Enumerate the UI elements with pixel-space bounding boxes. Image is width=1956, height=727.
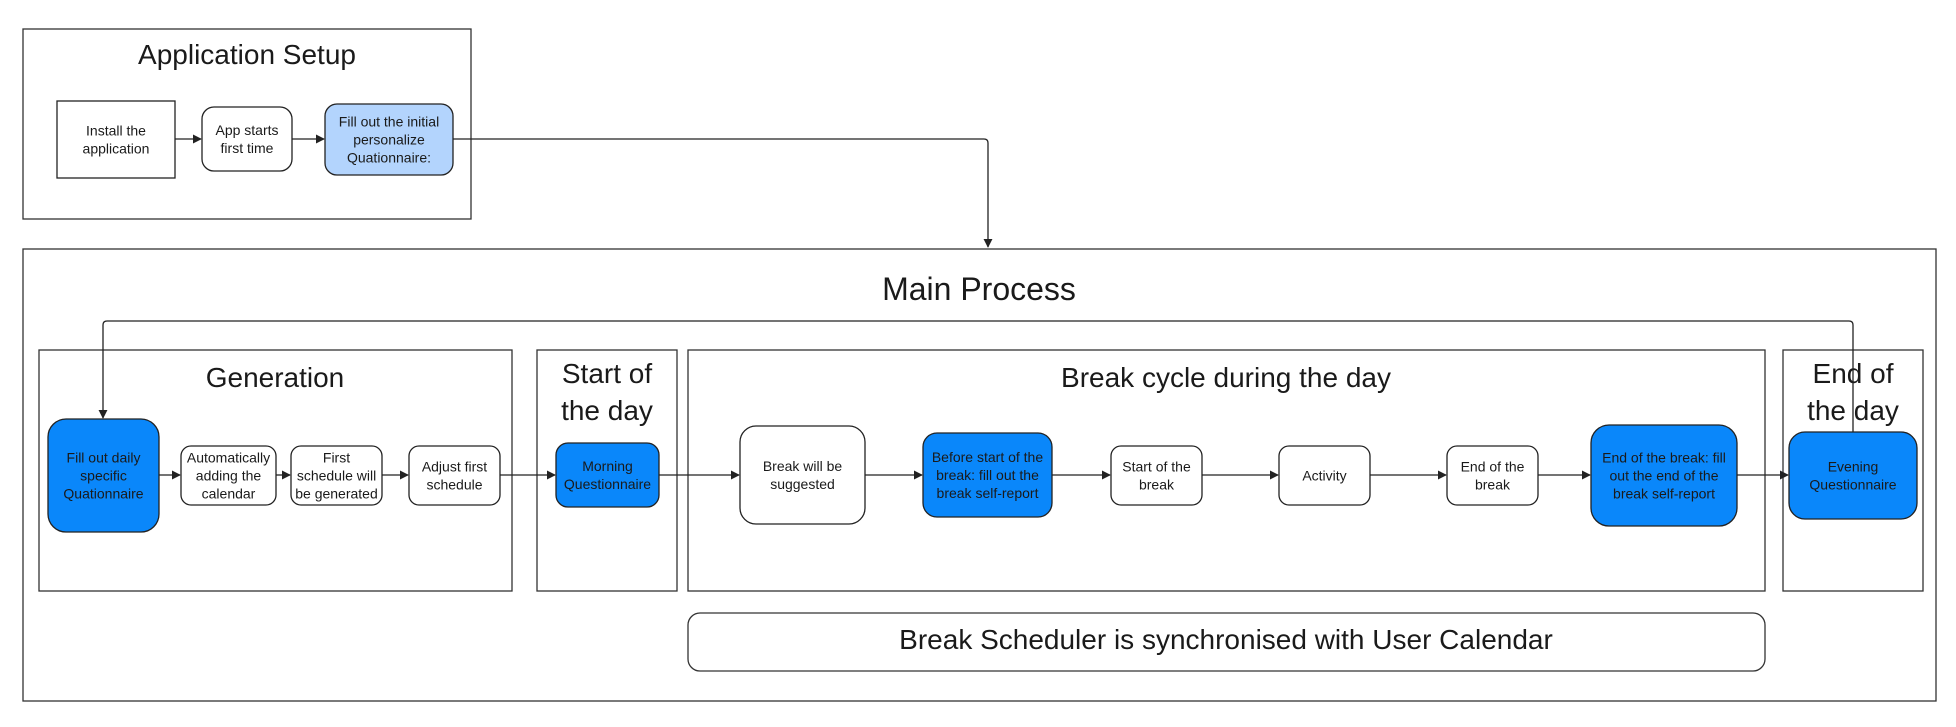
node-box-adjust-schedule [408,445,501,506]
node-box-first-schedule [290,445,383,506]
node-label-end-break: break [1475,477,1511,493]
node-first-schedule: First schedule will be generated [290,445,383,506]
node-label-break-suggested: suggested [770,476,835,492]
frame-title-main: Main Process [882,271,1076,307]
frame-title-start-day-2: the day [561,395,653,426]
node-label-end-break-report: out the end of the [1610,468,1719,484]
node-label-end-break: End of the [1461,459,1525,475]
node-label-adjust-schedule: schedule [426,477,482,493]
node-before-break: Before start of the break: fill out the br… [922,432,1053,518]
sync-banner: Break Scheduler is synchronised with Use… [687,612,1766,672]
node-label-evening-q: Questionnaire [1809,477,1896,493]
node-box-install [56,100,176,179]
node-label-before-break: break: fill out the [936,467,1039,483]
node-label-app-starts: App starts [215,122,278,138]
node-end-break: End of the break [1446,445,1539,506]
node-box-activity [1278,445,1371,506]
node-label-morning-q: Questionnaire [564,476,651,492]
node-label-first-schedule: be generated [295,486,378,502]
node-label-daily-q: specific [80,468,127,484]
node-label-auto-calendar: Automatically [187,450,270,466]
node-box-app-starts [201,106,293,172]
frame-title-setup: Application Setup [138,39,356,70]
node-box-initial-q [324,103,454,176]
node-label-install: Install the [86,123,146,139]
node-box-auto-calendar [180,445,277,506]
node-box-break-suggested [739,425,866,525]
node-label-end-break-report: break self-report [1613,486,1715,502]
node-start-break: Start of the break [1110,445,1203,506]
node-label-start-break: Start of the [1122,459,1191,475]
frame-title-start-day-1: Start of [562,358,652,389]
node-adjust-schedule: Adjust first schedule [408,445,501,506]
node-activity: Activity [1278,445,1371,506]
frame-title-generation: Generation [206,362,345,393]
node-label-end-break-report: End of the break: fill [1602,450,1726,466]
edge-setup-to-main [453,138,993,248]
node-box-daily-q [47,418,160,533]
node-label-app-starts: first time [221,140,274,156]
connectors [98,134,1854,480]
node-label-initial-q: Quationnaire: [347,150,431,166]
node-auto-calendar: Automatically adding the calendar [180,445,277,506]
node-label-daily-q: Quationnaire [63,486,143,502]
node-label-break-suggested: Break will be [763,458,843,474]
node-label-before-break: Before start of the [932,449,1043,465]
node-box-end-break-report [1590,424,1738,527]
node-label-daily-q: Fill out daily [67,450,141,466]
node-install: Install the application [56,100,176,179]
node-label-evening-q: Evening [1828,459,1879,475]
node-label-first-schedule: schedule will [297,468,376,484]
nodes-layer: Install the application App starts first ti… [47,100,1918,533]
node-break-suggested: Break will be suggested [739,425,866,525]
node-label-before-break: break self-report [937,485,1039,501]
node-box-end-break [1446,445,1539,506]
node-app-starts: App starts first time [201,106,293,172]
node-label-start-break: break [1139,477,1175,493]
node-label-activity: Activity [1302,468,1346,484]
node-end-break-report: End of the break: fill out the end of the… [1590,424,1738,527]
frame-title-break-cycle: Break cycle during the day [1061,362,1391,393]
node-initial-q: Fill out the initial personalizeQuationna… [324,103,454,176]
edge-loop-to-daily-q [98,320,1854,432]
node-label-initial-q: personalize [353,132,425,148]
node-label-initial-q: Fill out the initial [339,114,439,130]
node-label-first-schedule: First [323,450,350,466]
node-box-evening-q [1788,431,1918,520]
node-label-adjust-schedule: Adjust first [422,459,487,475]
node-box-morning-q [555,442,660,508]
node-box-before-break [922,432,1053,518]
node-label-auto-calendar: calendar [202,486,256,502]
sync-banner-text: Break Scheduler is synchronised with Use… [899,624,1553,655]
node-label-auto-calendar: adding the [196,468,262,484]
node-label-install: application [83,141,150,157]
node-box-start-break [1110,445,1203,506]
node-label-morning-q: Morning [582,458,633,474]
